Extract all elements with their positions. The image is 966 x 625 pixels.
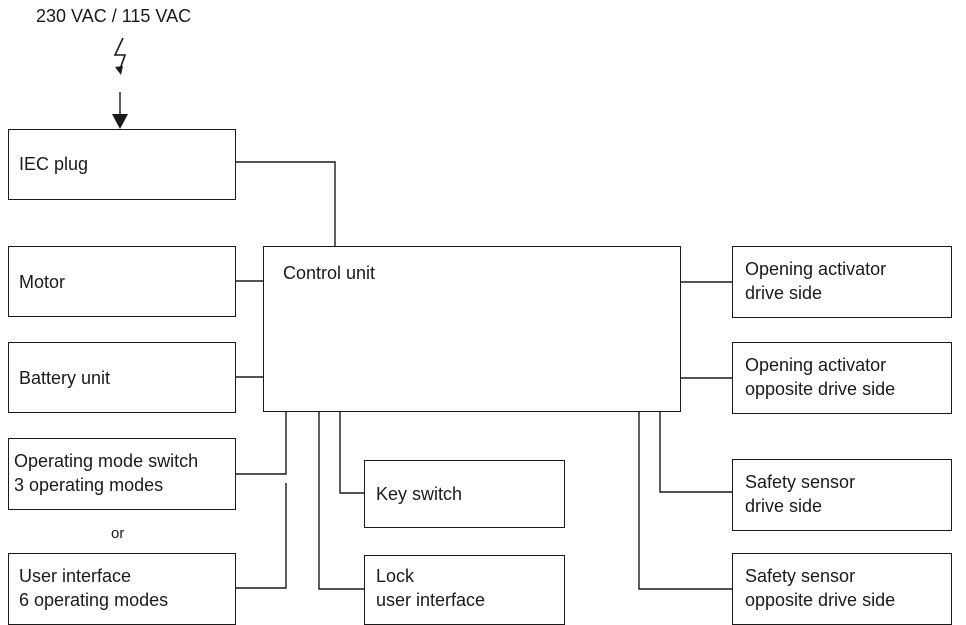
control-unit-label: Control unit [283,263,376,283]
lock-line2: user interface [376,590,486,610]
operating-mode-switch-line2: 3 operating modes [14,475,164,495]
operating-mode-switch-line1: Operating mode switch [14,451,199,471]
activator-drive-line2: drive side [745,283,823,303]
sensor-opposite-line1: Safety sensor [745,566,856,586]
mode-switch-wire [235,411,287,475]
iec-plug-label: IEC plug [19,154,89,174]
user-interface-label: User interface 6 operating modes [19,564,168,612]
motor-block: Motor [8,246,236,317]
user-interface-block: User interface 6 operating modes [8,553,236,625]
activator-opposite-line1: Opening activator [745,355,887,375]
lock-wire [318,411,364,590]
opening-activator-opposite-drive-side-label: Opening activator opposite drive side [745,353,895,401]
safety-sensor-drive-side-label: Safety sensor drive side [745,470,855,518]
battery-unit-block: Battery unit [8,342,236,413]
operating-mode-switch-label: Operating mode switch 3 operating modes [14,449,198,497]
opening-activator-drive-side-label: Opening activator drive side [745,257,886,305]
sensor-opposite-line2: opposite drive side [745,590,896,610]
sensor-drive-wire [659,411,732,493]
safety-sensor-drive-side-block: Safety sensor drive side [732,459,952,531]
lock-user-interface-label: Lock user interface [376,564,485,612]
user-interface-wire [235,483,287,589]
opening-activator-drive-side-block: Opening activator drive side [732,246,952,318]
opening-activator-opposite-drive-side-block: Opening activator opposite drive side [732,342,952,414]
key-switch-label: Key switch [376,484,463,504]
activator-drive-line1: Opening activator [745,259,887,279]
user-interface-line2: 6 operating modes [19,590,169,610]
activator-opposite-line2: opposite drive side [745,379,896,399]
sensor-drive-line1: Safety sensor [745,472,856,492]
safety-sensor-opposite-drive-side-block: Safety sensor opposite drive side [732,553,952,625]
key-switch-wire [339,411,364,494]
motor-label: Motor [19,272,66,292]
control-unit-block: Control unit [263,246,681,412]
iec-plug-block: IEC plug [8,129,236,200]
lock-line1: Lock [376,566,415,586]
key-switch-block: Key switch [364,460,565,528]
sensor-drive-line2: drive side [745,496,823,516]
power-arrow-head [112,114,128,129]
safety-sensor-opposite-drive-side-label: Safety sensor opposite drive side [745,564,895,612]
iec-to-control-wire [235,161,336,246]
sensor-opposite-wire [638,411,732,590]
power-supply-label: 230 VAC / 115 VAC [36,6,192,26]
operating-mode-switch-block: Operating mode switch 3 operating modes [8,438,236,510]
battery-unit-label: Battery unit [19,368,111,388]
lightning-icon [113,37,127,73]
user-interface-line1: User interface [19,566,132,586]
or-label: or [111,525,125,542]
lock-user-interface-block: Lock user interface [364,555,565,625]
